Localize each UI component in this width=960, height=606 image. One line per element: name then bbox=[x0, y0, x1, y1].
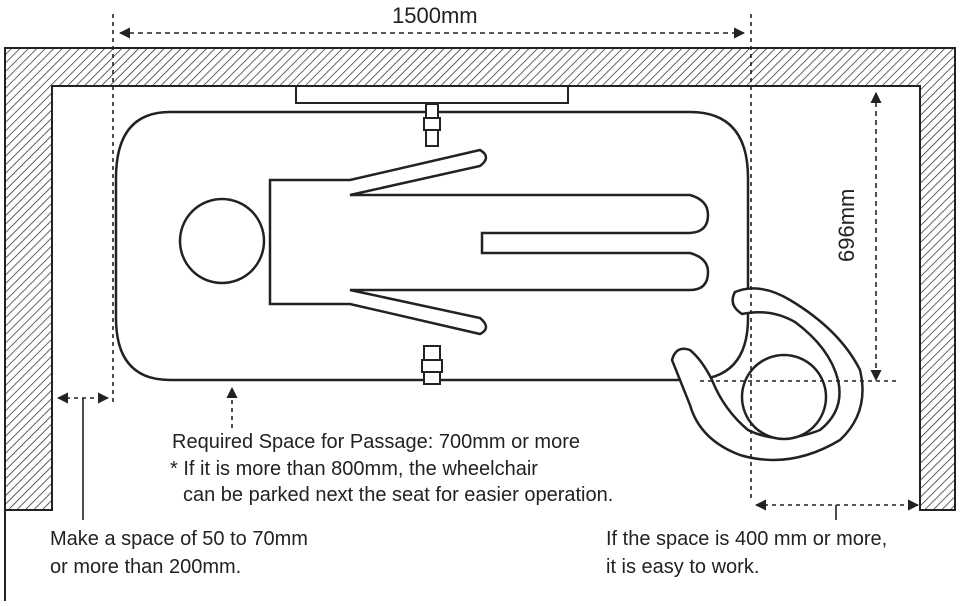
person-figure bbox=[178, 148, 710, 336]
width-dimension-label: 1500mm bbox=[392, 3, 478, 28]
left-gap-note-line1: Make a space of 50 to 70mm bbox=[50, 528, 308, 550]
left-gap-note-line2: or more than 200mm. bbox=[50, 556, 242, 578]
right-gap-note-line1: If the space is 400 mm or more, bbox=[606, 528, 888, 550]
top-strap bbox=[423, 103, 441, 147]
wall-left-top bbox=[4, 47, 956, 511]
passage-note: Required Space for Passage: 700mm or mor… bbox=[172, 431, 580, 453]
parking-note-line2: can be parked next the seat for easier o… bbox=[183, 484, 614, 506]
tub-rim bbox=[295, 85, 569, 104]
caregiver-head bbox=[740, 353, 828, 441]
parking-note-line1: * If it is more than 800mm, the wheelcha… bbox=[170, 458, 538, 480]
left-gap-indicator bbox=[56, 392, 110, 520]
person-body bbox=[268, 148, 710, 336]
depth-dimension-label: 696mm bbox=[834, 188, 859, 262]
right-gap-note-line2: it is easy to work. bbox=[606, 556, 760, 578]
dim-1500 bbox=[112, 14, 752, 500]
caregiver-arms bbox=[670, 287, 864, 462]
room-walls bbox=[4, 47, 956, 601]
person-head bbox=[178, 197, 266, 285]
caregiver-figure bbox=[670, 287, 864, 462]
bottom-strap bbox=[421, 345, 443, 385]
dim-696 bbox=[700, 91, 898, 382]
right-gap-indicator bbox=[754, 499, 920, 520]
